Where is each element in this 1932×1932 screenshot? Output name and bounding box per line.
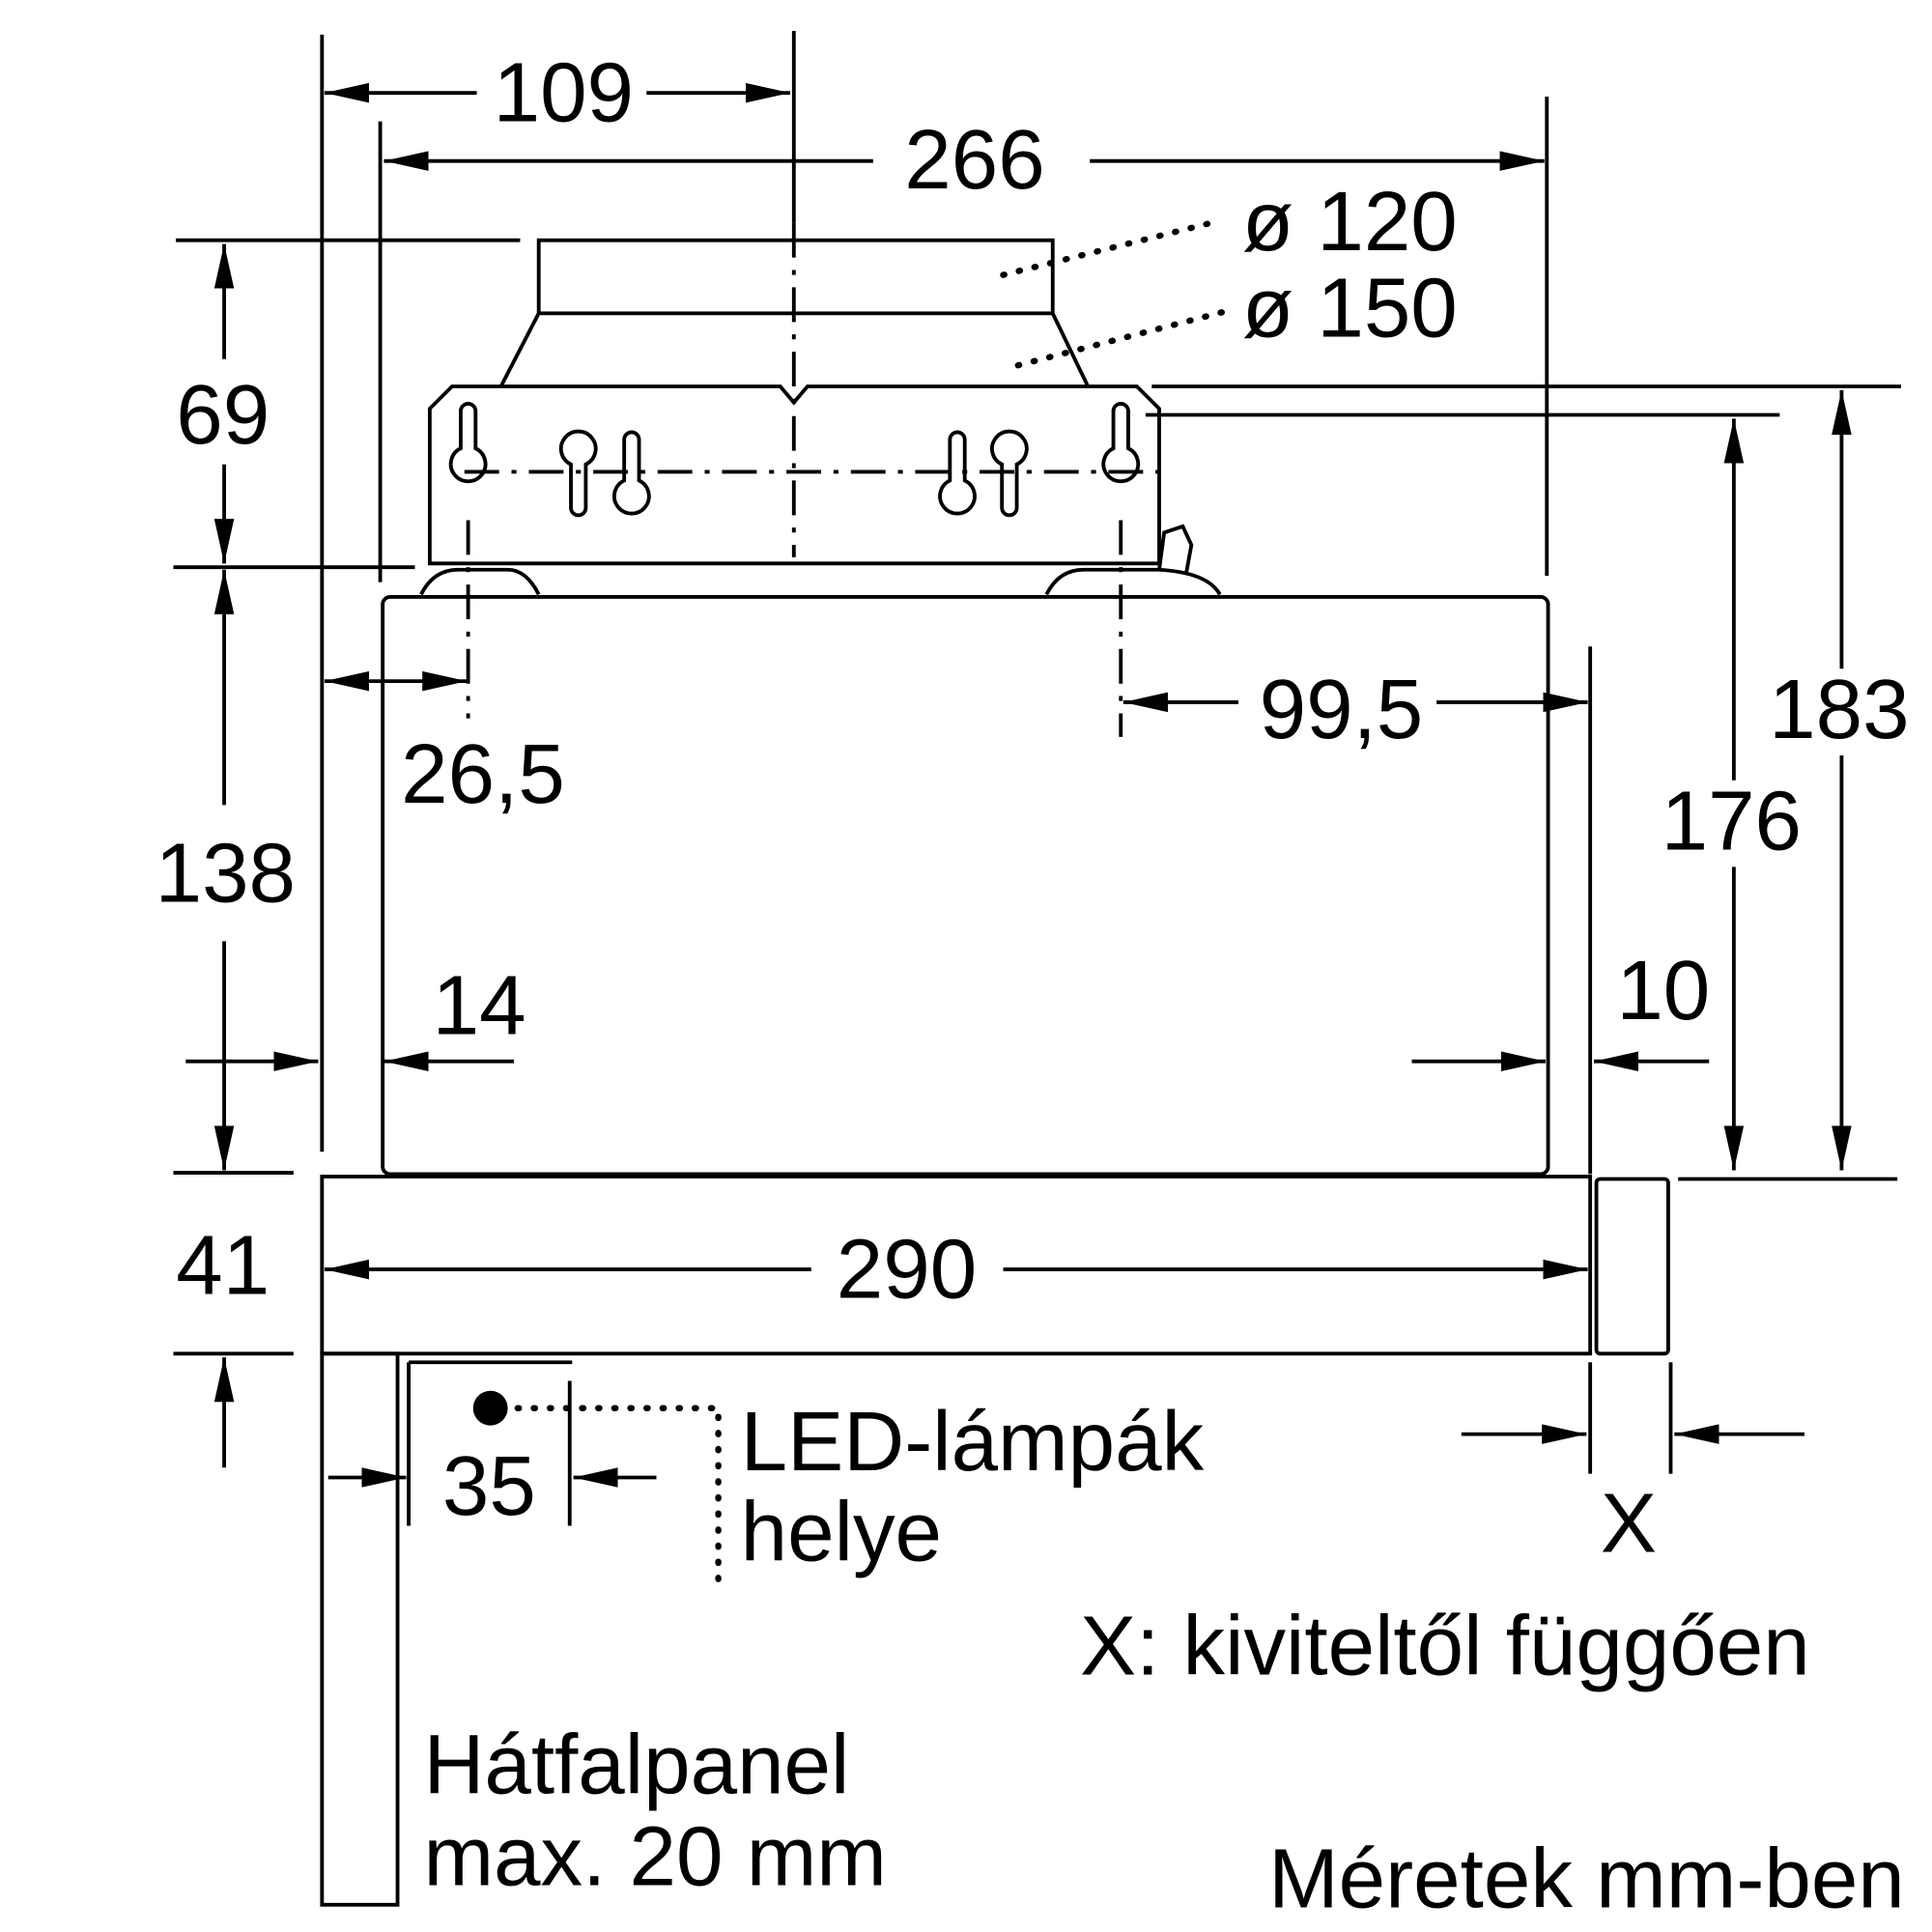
dim-26-5: 26,5 <box>401 727 565 821</box>
dim-183: 183 <box>1769 663 1909 756</box>
keyhole-icon <box>990 429 1029 518</box>
dimension-arrows <box>185 82 1852 1488</box>
dim-290: 290 <box>837 1223 977 1317</box>
dim-266: 266 <box>904 113 1044 207</box>
keyhole-icons <box>448 402 1141 518</box>
dim-x: X <box>1601 1476 1657 1570</box>
led-position-dot <box>472 1390 508 1426</box>
dim-138: 138 <box>156 826 296 920</box>
dim-41: 41 <box>176 1219 270 1313</box>
dim-35: 35 <box>442 1439 536 1533</box>
dim-diameter-150: ø 150 <box>1242 262 1458 355</box>
dim-diameter-120: ø 120 <box>1242 175 1458 269</box>
dim-14: 14 <box>433 959 526 1053</box>
units-note: Méretek mm-ben <box>1268 1832 1905 1925</box>
keyhole-icon <box>558 429 598 518</box>
duct-connector <box>536 238 1055 316</box>
panel-label-line2: max. 20 mm <box>423 1809 886 1903</box>
leader-lines <box>472 219 1236 1582</box>
dim-10: 10 <box>1616 944 1710 1037</box>
front-trim <box>1594 1177 1670 1356</box>
hood-body <box>381 595 1550 1177</box>
led-label-line2: helye <box>741 1485 942 1578</box>
dim-99-5: 99,5 <box>1260 663 1424 756</box>
x-note: X: kiviteltől függően <box>1080 1599 1810 1692</box>
panel-label-line1: Hátfalpanel <box>423 1718 849 1811</box>
extension-lines <box>173 31 1901 1526</box>
back-wall-panel <box>320 1351 400 1907</box>
keyhole-icon <box>448 402 488 484</box>
mounting-bracket <box>427 384 1161 566</box>
dim-69: 69 <box>176 368 270 462</box>
dimension-labels: 109 266 ø 120 ø 150 69 138 41 26,5 99,5 … <box>156 46 1910 1926</box>
dim-176: 176 <box>1662 774 1802 867</box>
hood-outline <box>320 238 1670 1907</box>
dim-109: 109 <box>494 46 634 140</box>
keyhole-icon <box>1101 402 1141 484</box>
led-label-line1: LED-lámpák <box>741 1395 1205 1489</box>
keyhole-icon <box>938 430 977 516</box>
keyhole-icon <box>611 430 651 516</box>
front-panel <box>320 1175 1593 1356</box>
